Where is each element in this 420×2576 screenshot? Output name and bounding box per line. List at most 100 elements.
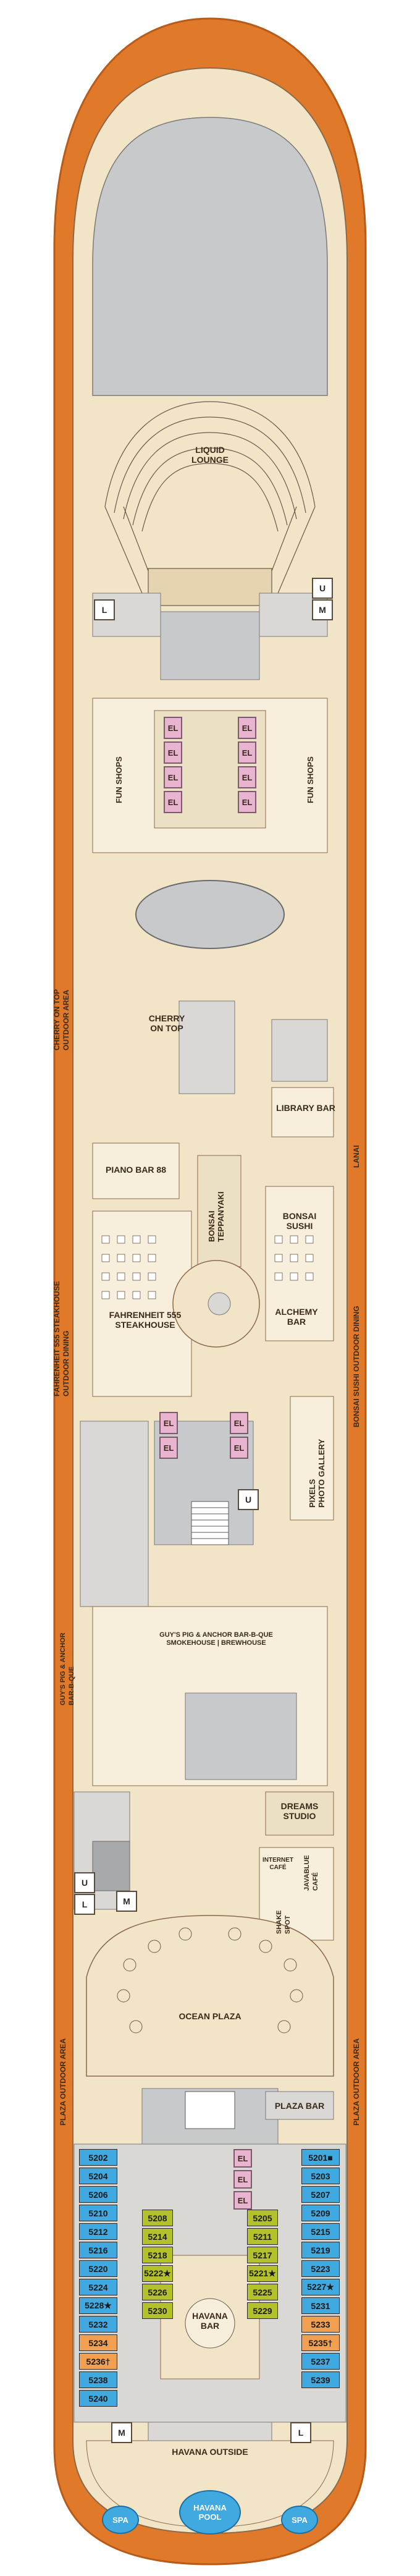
cherry-gray-block (178, 1000, 235, 1094)
spa-left: SPA (102, 2506, 139, 2534)
elevator: EL (238, 791, 256, 813)
cherry-outdoor-label: CHERRY ON TOP OUTDOOR AREA (52, 989, 70, 1050)
bonsai-sushi-label: BONSAI SUSHI (282, 1211, 317, 1231)
midship-stairs (191, 1501, 229, 1545)
cabin-5214: 5214 (142, 2228, 173, 2245)
alchemy-bar-label: ALCHEMY BAR (275, 1307, 318, 1327)
spa-right: SPA (281, 2506, 318, 2534)
cabin-5201: 5201■ (301, 2149, 340, 2166)
aft-stairs (185, 2091, 235, 2129)
dreams-studio-room (265, 1791, 334, 1836)
cabin-5205: 5205 (247, 2210, 278, 2226)
cabin-5240: 5240 (79, 2390, 117, 2407)
utility-u-mid: U (238, 1489, 259, 1510)
cherry-on-top-label: CHERRY ON TOP (148, 1013, 185, 1033)
havana-pool: HAVANA POOL (179, 2490, 241, 2535)
plaza-outdoor-left-label: PLAZA OUTDOOR AREA (59, 2038, 67, 2126)
fahrenheit-outdoor-label: FAHRENHEIT 555 STEAKHOUSE OUTDOOR DINING (52, 1281, 70, 1396)
elevator: EL (164, 741, 182, 764)
ocean-plaza-label: OCEAN PLAZA (178, 2011, 242, 2021)
cabin-5206: 5206 (79, 2186, 117, 2203)
forward-atrium-oval (135, 880, 285, 949)
cabin-5219: 5219 (301, 2242, 340, 2258)
elevator: EL (233, 2149, 252, 2168)
bonsai-teppanyaki-label: BONSAI TEPPANYAKI (207, 1191, 225, 1242)
cabin-5229: 5229 (247, 2302, 278, 2319)
fahrenheit-label: FAHRENHEIT 555 STEAKHOUSE (109, 1310, 182, 1330)
lanai-label: LANAI (352, 1145, 361, 1168)
cabin-5224: 5224 (79, 2279, 117, 2295)
cabin-5212: 5212 (79, 2223, 117, 2240)
cabin-5203: 5203 (301, 2168, 340, 2184)
bonsai-teppanyaki-room (197, 1155, 242, 1267)
cabin-5238: 5238 (79, 2371, 117, 2388)
ocean-plaza-floor (86, 1915, 334, 2077)
elevator: EL (230, 1412, 248, 1434)
library-bar-room (271, 1087, 334, 1138)
plaza-bar-room (265, 2091, 334, 2120)
cabin-5236: 5236† (79, 2353, 117, 2370)
cabin-5218: 5218 (142, 2247, 173, 2263)
elevator: EL (159, 1437, 178, 1459)
elevator: EL (238, 741, 256, 764)
guys-outdoor-label: GUY'S PIG & ANCHOR BAR-B-QUE (59, 1632, 75, 1705)
cabin-5227: 5227★ (301, 2279, 340, 2295)
cabin-5234: 5234 (79, 2334, 117, 2351)
library-gray-block (271, 1019, 328, 1082)
cabin-5231: 5231 (301, 2297, 340, 2314)
cabin-5216: 5216 (79, 2242, 117, 2258)
dining-tables (101, 1235, 314, 1299)
cabin-5204: 5204 (79, 2168, 117, 2184)
cabin-5222: 5222★ (142, 2265, 173, 2282)
elevator: EL (230, 1437, 248, 1459)
liquid-lounge-label: LIQUID LOUNGE (191, 445, 229, 465)
cabin-5237: 5237 (301, 2353, 340, 2370)
utility-m-aft: M (116, 1891, 137, 1912)
elevator: EL (238, 766, 256, 788)
forward-gray-core (160, 611, 260, 680)
plaza-bar-label: PLAZA BAR (274, 2101, 325, 2111)
pixels-label: PIXELS PHOTO GALLERY (308, 1438, 326, 1508)
havana-service (148, 2422, 272, 2441)
bonsai-sushi-room (265, 1186, 334, 1341)
bonsai-hub-core (208, 1292, 231, 1315)
utility-u-forward: U (312, 578, 333, 599)
cabin-5208: 5208 (142, 2210, 173, 2226)
utility-l-aft: L (74, 1894, 95, 1915)
cabin-5225: 5225 (247, 2284, 278, 2300)
havana-outside-label: HAVANA OUTSIDE (172, 2447, 248, 2457)
utility-m-forward: M (312, 599, 333, 620)
cabin-5223: 5223 (301, 2260, 340, 2277)
cabin-5228: 5228★ (79, 2297, 117, 2314)
shake-spot-label: SHAKE SPOT (275, 1910, 292, 1934)
library-bar-label: LIBRARY BAR (276, 1103, 335, 1113)
havana-bar-label: HAVANA BAR (192, 2311, 228, 2331)
pixels-gallery-room (290, 1396, 334, 1521)
guys-gray-core (185, 1692, 297, 1780)
midship-stair-lines (191, 1507, 229, 1539)
cabin-5202: 5202 (79, 2149, 117, 2166)
elevator: EL (164, 717, 182, 739)
cabin-5211: 5211 (247, 2228, 278, 2245)
piano-bar-label: PIANO BAR 88 (105, 1165, 167, 1175)
elevator: EL (238, 717, 256, 739)
cabin-5217: 5217 (247, 2247, 278, 2263)
cabin-5209: 5209 (301, 2205, 340, 2221)
elevator: EL (164, 766, 182, 788)
utility-m-stern-left: M (111, 2422, 132, 2443)
ocean-plaza-tables (117, 1927, 303, 2033)
forward-open-space (92, 117, 328, 396)
fun-shops-right-label: FUN SHOPS (306, 756, 315, 803)
dreams-studio-label: DREAMS STUDIO (280, 1801, 319, 1821)
plaza-outdoor-right-label: PLAZA OUTDOOR AREA (352, 2038, 361, 2126)
elevator: EL (164, 791, 182, 813)
cabin-5220: 5220 (79, 2260, 117, 2277)
cabin-5232: 5232 (79, 2316, 117, 2333)
utility-l-stern-right: L (290, 2422, 311, 2443)
cabin-5226: 5226 (142, 2284, 173, 2300)
fun-shops-left-label: FUN SHOPS (114, 756, 124, 803)
piano-bar-room (92, 1142, 180, 1199)
cabin-5221: 5221★ (247, 2265, 278, 2282)
liquid-lounge-stage (148, 568, 272, 606)
javablue-label: JAVABLUE CAFÉ (303, 1855, 319, 1891)
